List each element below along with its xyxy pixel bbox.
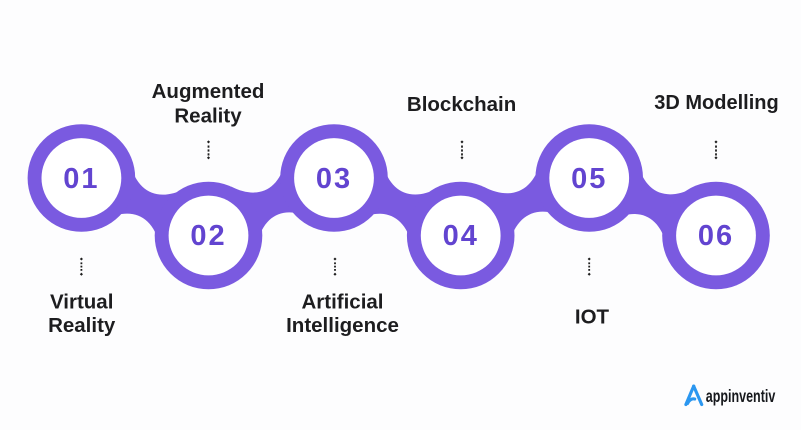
svg-text:04: 04 [443,220,479,252]
svg-text:Intelligence: Intelligence [286,314,399,337]
svg-text:appinventiv: appinventiv [706,386,776,406]
svg-text:Artificial: Artificial [301,290,383,313]
svg-text:IOT: IOT [575,305,610,328]
svg-text:Virtual: Virtual [50,290,113,313]
svg-text:Reality: Reality [48,314,116,337]
svg-text:Blockchain: Blockchain [407,93,516,116]
svg-text:3D Modelling: 3D Modelling [654,92,778,114]
svg-text:03: 03 [316,163,352,195]
svg-text:Augmented: Augmented [152,80,265,103]
svg-text:06: 06 [698,220,734,252]
svg-text:01: 01 [63,163,99,195]
svg-text:Reality: Reality [174,104,242,127]
svg-text:05: 05 [571,163,607,195]
svg-text:02: 02 [190,220,226,252]
